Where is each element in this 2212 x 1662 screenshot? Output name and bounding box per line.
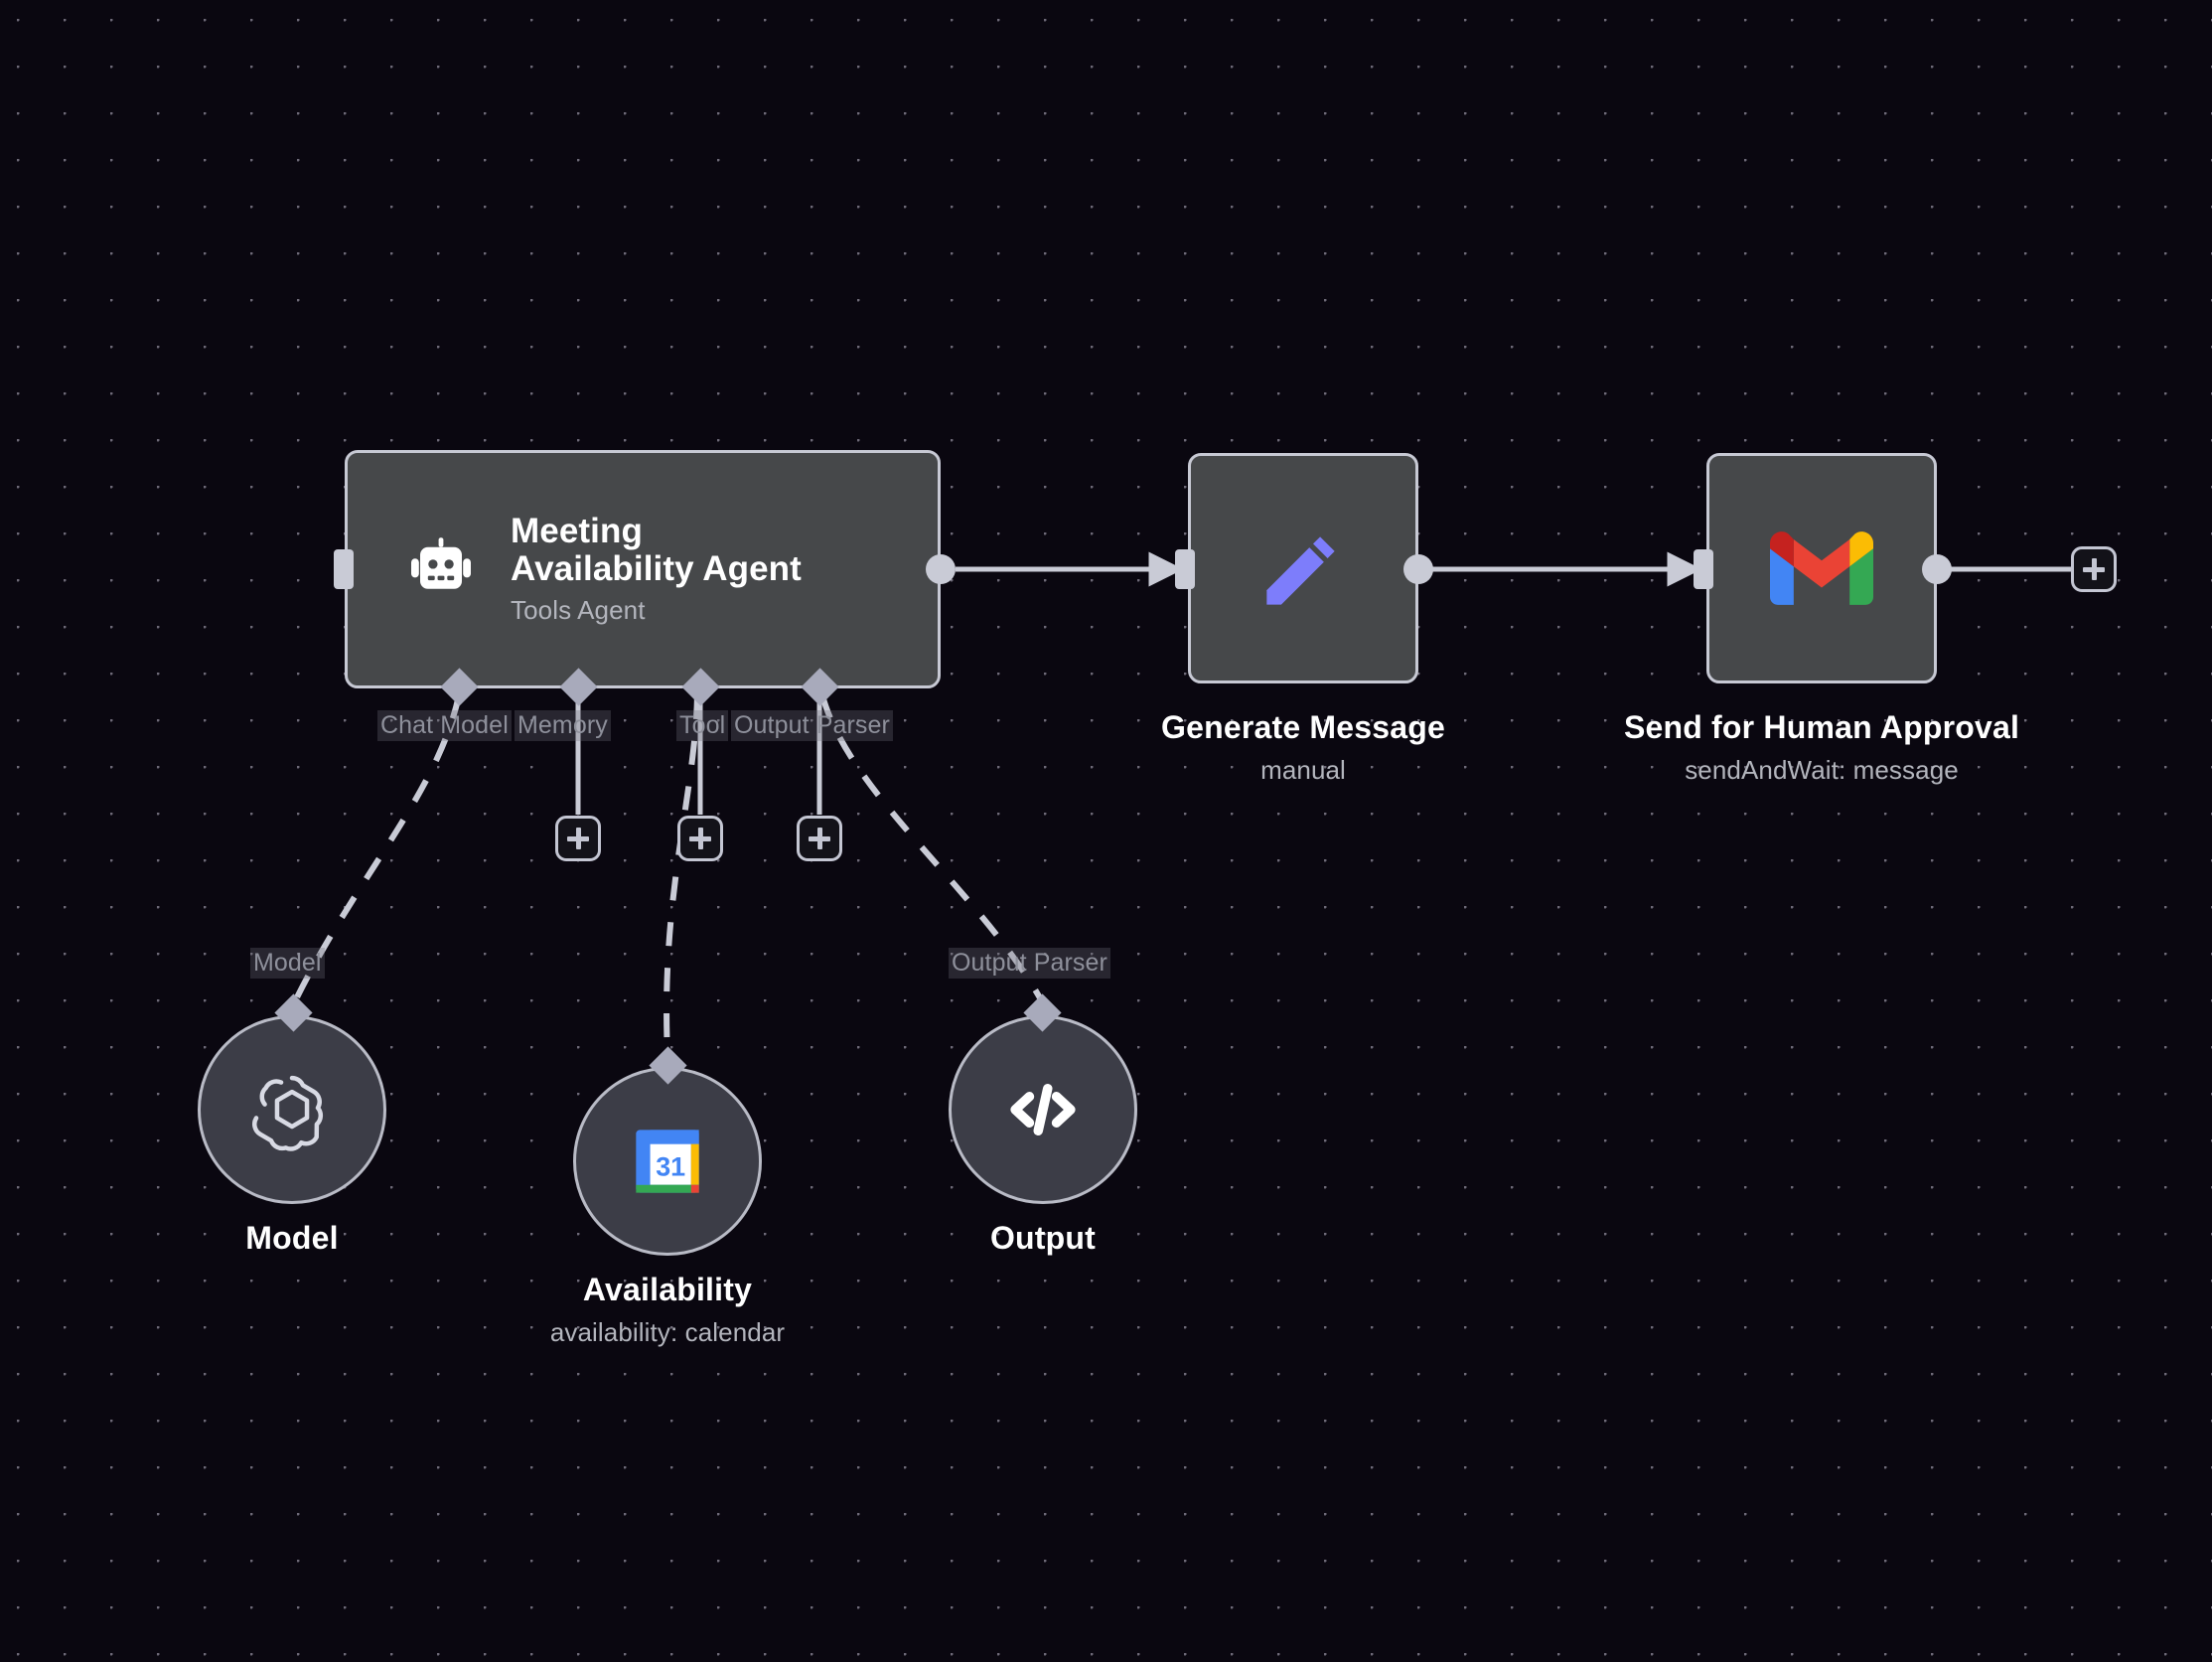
node-meeting-availability-agent[interactable]: Meeting Availability Agent Tools Agent [345, 450, 941, 688]
agent-subtitle: Tools Agent [511, 594, 646, 625]
pencil-icon [1253, 519, 1353, 618]
code-brackets-icon [999, 1066, 1087, 1153]
label-output-parser: Output Parser [731, 710, 893, 741]
agent-title-line2: Availability Agent [511, 548, 802, 588]
node-send-for-human-approval[interactable] [1706, 453, 1937, 683]
label-chat-model: Chat Model [377, 710, 512, 741]
wire-tool-availability [664, 694, 700, 1054]
availability-subtitle: availability: calendar [549, 1317, 786, 1347]
gmail-icon [1770, 529, 1873, 608]
label-output-parser-endpoint: Output Parser [949, 948, 1110, 979]
label-tool: Tool [676, 710, 729, 741]
agent-output-port[interactable] [926, 554, 956, 584]
model-caption: Model [93, 1220, 491, 1257]
agent-title-line1: Meeting [511, 512, 643, 551]
availability-title: Availability [582, 1272, 753, 1307]
agent-input-port[interactable] [334, 549, 354, 589]
add-output-parser-button[interactable] [797, 816, 842, 861]
generate-message-subtitle: manual [1260, 755, 1346, 785]
generate-message-caption: Generate Message manual [1055, 709, 1551, 786]
generate-message-input-port[interactable] [1175, 549, 1195, 589]
node-output[interactable] [949, 1015, 1137, 1204]
node-generate-message[interactable] [1188, 453, 1418, 683]
add-tool-button[interactable] [677, 816, 723, 861]
robot-icon [405, 533, 477, 605]
model-title: Model [245, 1220, 339, 1256]
add-next-node-button[interactable] [2071, 546, 2117, 592]
generate-message-output-port[interactable] [1403, 554, 1433, 584]
add-memory-button[interactable] [555, 816, 601, 861]
node-model[interactable] [198, 1015, 386, 1204]
send-approval-title: Send for Human Approval [1623, 709, 2020, 745]
svg-text:31: 31 [656, 1151, 685, 1181]
output-caption: Output [844, 1220, 1242, 1257]
node-availability[interactable]: 31 [573, 1067, 762, 1256]
availability-caption: Availability availability: calendar [419, 1272, 916, 1348]
google-calendar-icon: 31 [630, 1124, 705, 1199]
openai-icon [249, 1067, 335, 1152]
send-approval-subtitle: sendAndWait: message [1685, 755, 1959, 785]
send-approval-caption: Send for Human Approval sendAndWait: mes… [1573, 709, 2070, 786]
generate-message-title: Generate Message [1160, 709, 1445, 745]
output-title: Output [989, 1220, 1097, 1256]
send-approval-input-port[interactable] [1694, 549, 1713, 589]
label-model-endpoint: Model [250, 948, 325, 979]
label-memory: Memory [515, 710, 611, 741]
send-approval-output-port[interactable] [1922, 554, 1952, 584]
